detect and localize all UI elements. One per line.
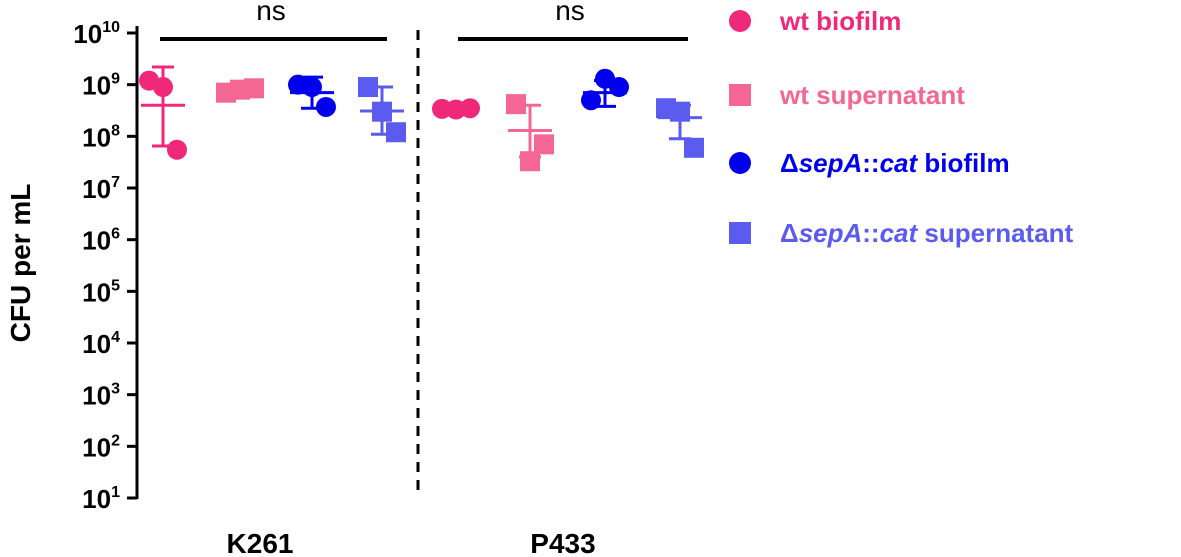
legend-label: ΔsepA::cat supernatant xyxy=(780,218,1074,248)
data-point xyxy=(386,122,406,143)
data-point xyxy=(684,137,704,158)
x-categories: K261 P433 xyxy=(227,528,596,557)
legend-item: ΔsepA::cat biofilm xyxy=(729,148,1010,178)
axes xyxy=(135,26,420,499)
data-point xyxy=(167,139,187,160)
legend-item: ΔsepA::cat supernatant xyxy=(729,218,1074,248)
y-tick-label: 105 xyxy=(82,277,120,307)
y-tick-label: 109 xyxy=(82,71,120,101)
legend-marker xyxy=(729,10,751,32)
y-tick-label: 1010 xyxy=(73,19,120,49)
y-tick-label: 104 xyxy=(82,329,120,359)
y-tick-label: 108 xyxy=(82,122,120,152)
data-point xyxy=(506,94,526,115)
x-category-label: P433 xyxy=(530,528,595,557)
legend-item: wt biofilm xyxy=(729,6,901,36)
y-tick-label: 101 xyxy=(82,484,120,514)
legend-item: wt supernatant xyxy=(729,80,965,110)
legend-marker xyxy=(729,222,751,244)
y-tick-label: 103 xyxy=(82,381,120,411)
y-tick-label: 107 xyxy=(82,174,120,204)
legend-label: wt supernatant xyxy=(779,80,965,110)
y-tick-label: 106 xyxy=(82,226,120,256)
legend-marker xyxy=(729,152,751,174)
significance-label: ns xyxy=(555,0,585,26)
y-tick-label: 102 xyxy=(82,432,120,462)
significance-label: ns xyxy=(256,0,286,26)
data-point xyxy=(358,77,378,98)
legend-marker xyxy=(729,84,751,106)
y-axis-label: CFU per mL xyxy=(5,184,36,343)
legend-label: wt biofilm xyxy=(779,6,901,36)
y-ticks: 101 102 103 104 105 106 107 108 109 1010 xyxy=(73,19,137,514)
data-point xyxy=(316,96,336,117)
legend-label: ΔsepA::cat biofilm xyxy=(780,148,1010,178)
x-category-label: K261 xyxy=(227,528,294,557)
data-marks xyxy=(139,65,704,172)
data-point xyxy=(534,134,554,155)
annotations: ns ns xyxy=(160,0,688,41)
